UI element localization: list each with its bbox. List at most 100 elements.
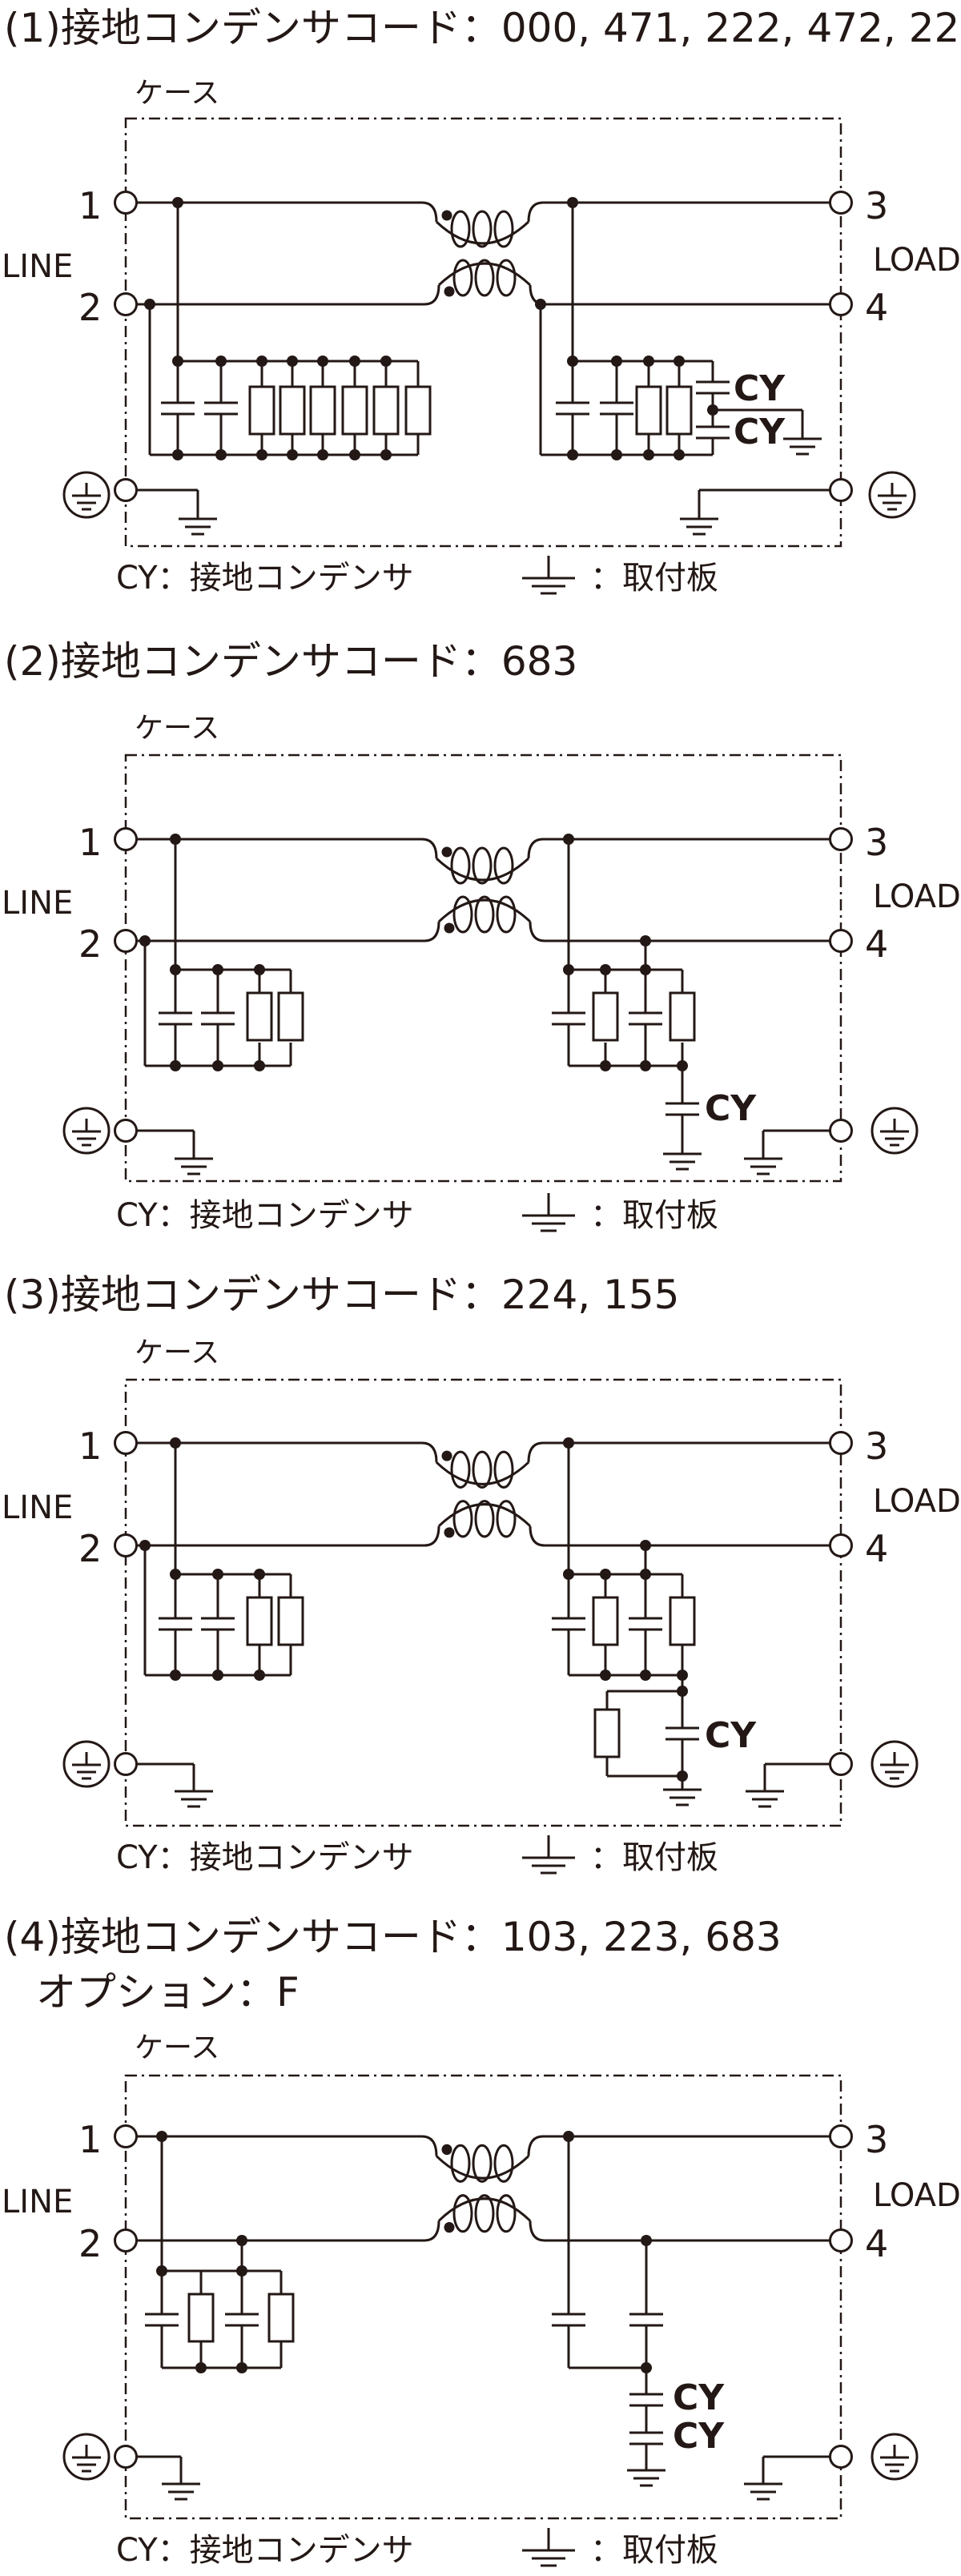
mounting-plate-ground-icon bbox=[521, 554, 577, 595]
terminal-4 bbox=[829, 1533, 853, 1557]
mounting-plate-ground-icon bbox=[521, 1834, 577, 1875]
cy-capacitor-label: CY bbox=[734, 412, 786, 452]
chassis-ground-icon bbox=[742, 2482, 784, 2501]
cy-note: CY：接地コンデンサ bbox=[116, 1839, 414, 1876]
protective-earth-icon bbox=[62, 471, 111, 519]
terminal-3 bbox=[829, 1431, 853, 1455]
diagram-2-title: (2)接地コンデンサコード：683 bbox=[4, 638, 577, 685]
chassis-ground-icon bbox=[678, 517, 720, 536]
terminal-1-number: 1 bbox=[78, 184, 102, 227]
terminal-1 bbox=[114, 827, 138, 851]
circuit-wires bbox=[137, 201, 830, 519]
footnote: CY：接地コンデンサ ：取付板 bbox=[116, 1192, 718, 1234]
terminal-4 bbox=[829, 292, 853, 316]
protective-earth-icon bbox=[62, 2433, 111, 2481]
ground-terminal-right bbox=[829, 478, 853, 502]
junction-dots bbox=[139, 834, 688, 1071]
protective-earth-icon bbox=[871, 1740, 919, 1788]
case-label: ケース bbox=[135, 712, 219, 745]
terminal-2 bbox=[114, 2228, 138, 2252]
common-mode-choke bbox=[420, 2135, 546, 2242]
diagram-4-title: (4)接地コンデンサコード：103, 223, 683 bbox=[4, 1914, 782, 1960]
case-label: ケース bbox=[135, 77, 219, 110]
terminals bbox=[114, 191, 853, 502]
cy-capacitor-label: CY bbox=[734, 368, 786, 409]
terminal-3 bbox=[829, 827, 853, 851]
terminal-1 bbox=[114, 191, 138, 215]
load-label: LOAD bbox=[873, 1483, 961, 1520]
case-label: ケース bbox=[135, 1336, 219, 1369]
x-capacitors bbox=[157, 1617, 664, 1631]
chassis-ground-icon bbox=[742, 1157, 784, 1175]
cy-note: CY：接地コンデンサ bbox=[116, 1197, 414, 1234]
junction-dots bbox=[156, 2131, 652, 2373]
terminal-3-number: 3 bbox=[865, 2118, 888, 2161]
load-label: LOAD bbox=[873, 242, 961, 279]
plate-note: ：取付板 bbox=[590, 560, 718, 597]
chassis-ground-icon bbox=[661, 1788, 703, 1806]
chassis-ground-icon bbox=[744, 1790, 786, 1808]
footnote: CY：接地コンデンサ ：取付板 bbox=[116, 1834, 718, 1876]
terminal-1-number: 1 bbox=[78, 2118, 102, 2161]
ground-terminal-right bbox=[829, 1752, 853, 1776]
terminal-2 bbox=[114, 929, 138, 953]
y-capacitors bbox=[664, 1102, 701, 1116]
line-label: LINE bbox=[2, 248, 73, 285]
chassis-ground-icon bbox=[661, 1152, 703, 1171]
common-mode-choke bbox=[420, 1441, 546, 1547]
line-label: LINE bbox=[2, 2184, 73, 2220]
x-capacitors bbox=[157, 1011, 664, 1026]
chassis-ground-icon bbox=[177, 517, 219, 536]
terminal-2-number: 2 bbox=[78, 2222, 102, 2265]
terminal-4-number: 4 bbox=[865, 286, 888, 329]
protective-earth-icon bbox=[871, 2433, 919, 2481]
terminal-2-number: 2 bbox=[78, 1527, 102, 1570]
load-label: LOAD bbox=[873, 878, 961, 915]
terminal-2-number: 2 bbox=[78, 922, 102, 966]
terminal-1 bbox=[114, 2124, 138, 2148]
cy-capacitor-label: CY bbox=[673, 2416, 725, 2457]
load-label: LOAD bbox=[873, 2177, 961, 2214]
terminal-4 bbox=[829, 2228, 853, 2252]
footnote: CY：接地コンデンサ ：取付板 bbox=[116, 554, 718, 597]
cy-capacitor-label: CY bbox=[705, 1088, 757, 1129]
terminal-3 bbox=[829, 191, 853, 215]
resistor-boxes bbox=[246, 991, 696, 1042]
junction-dots bbox=[139, 1437, 688, 1782]
y-capacitors bbox=[664, 1726, 701, 1741]
protective-earth-icon bbox=[871, 1107, 919, 1155]
terminal-2 bbox=[114, 292, 138, 316]
terminal-2 bbox=[114, 1533, 138, 1557]
terminal-4-number: 4 bbox=[865, 2222, 888, 2265]
cy-note: CY：接地コンデンサ bbox=[116, 560, 414, 597]
plate-note: ：取付板 bbox=[590, 1839, 718, 1876]
terminal-1 bbox=[114, 1431, 138, 1455]
terminal-3 bbox=[829, 2124, 853, 2148]
cy-capacitor-label: CY bbox=[673, 2377, 725, 2418]
ground-terminal-left bbox=[114, 1752, 138, 1776]
terminals bbox=[114, 2124, 853, 2469]
diagram-3-title: (3)接地コンデンサコード：224, 155 bbox=[4, 1272, 679, 1318]
common-mode-choke bbox=[420, 201, 546, 306]
diagram-3: (3)接地コンデンサコード：224, 155 ケース LINE LOAD 1 2… bbox=[2, 1272, 961, 1876]
terminal-4-number: 4 bbox=[865, 922, 888, 966]
case-boundary bbox=[124, 754, 842, 1183]
circuit-wires bbox=[137, 1441, 830, 1791]
case-boundary bbox=[124, 1378, 842, 1827]
diagram-4-option: オプション：F bbox=[36, 1969, 300, 2015]
case-boundary bbox=[124, 2074, 842, 2520]
terminal-3-number: 3 bbox=[865, 1425, 888, 1468]
plate-note: ：取付板 bbox=[590, 2532, 718, 2569]
common-mode-choke bbox=[420, 838, 546, 942]
terminals bbox=[114, 827, 853, 1143]
chassis-ground-icon bbox=[173, 1790, 215, 1808]
junction-dots bbox=[144, 197, 718, 460]
chassis-ground-icon bbox=[625, 2469, 667, 2487]
terminal-1-number: 1 bbox=[78, 821, 102, 864]
diagram-1-title: (1)接地コンデンサコード：000, 471, 222, 472, 223 bbox=[4, 5, 961, 51]
x-capacitors bbox=[143, 2313, 665, 2327]
terminal-4-number: 4 bbox=[865, 1527, 888, 1570]
ground-terminal-right bbox=[829, 1119, 853, 1143]
terminal-2-number: 2 bbox=[78, 286, 102, 329]
diagram-2: (2)接地コンデンサコード：683 ケース LINE LOAD 1 2 3 4 … bbox=[2, 638, 961, 1234]
